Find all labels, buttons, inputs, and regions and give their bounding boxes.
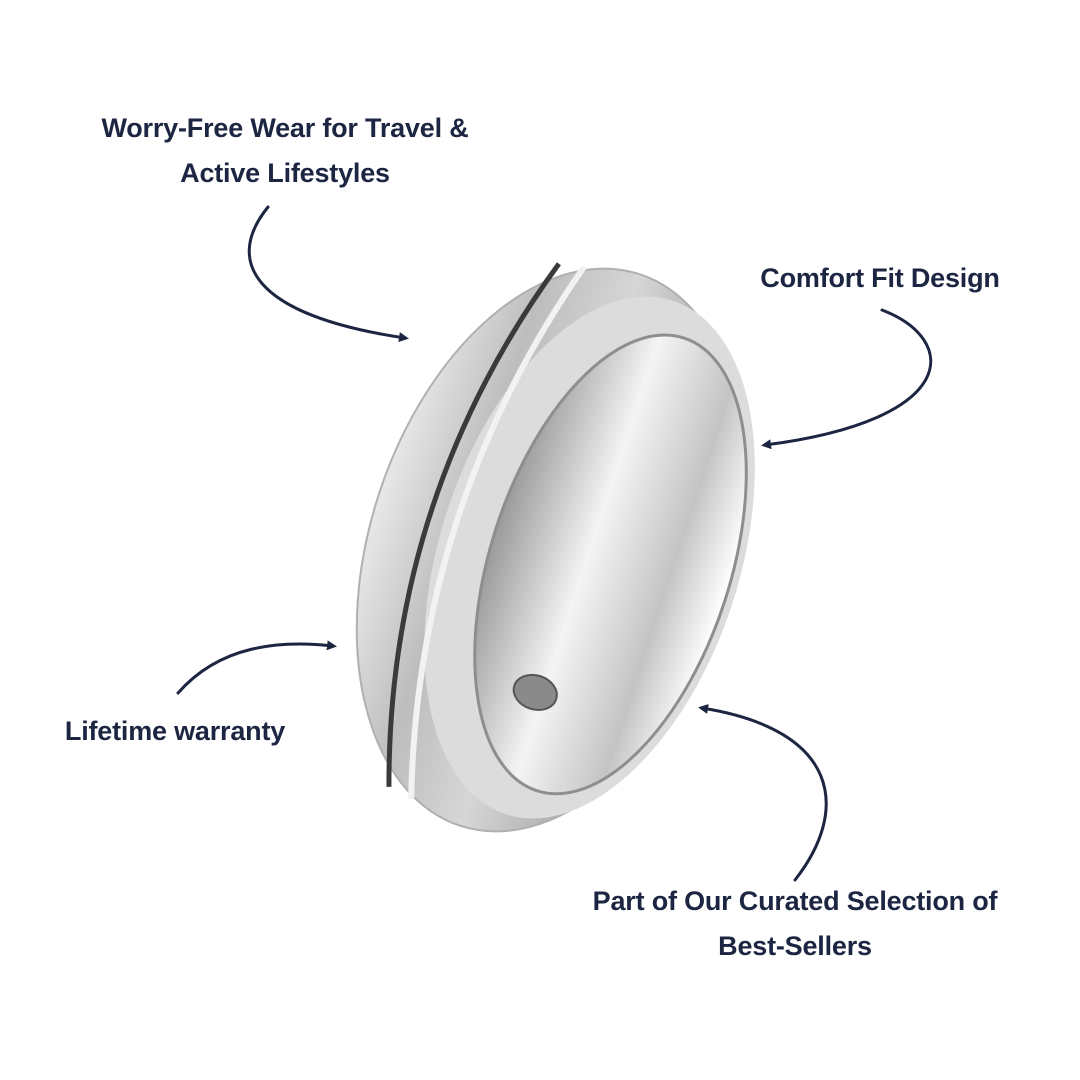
feature-line: Worry-Free Wear for Travel & (101, 113, 469, 143)
feature-lifetime-warranty: Lifetime warranty (30, 709, 320, 754)
feature-comfort-fit: Comfort Fit Design (730, 256, 1030, 301)
feature-line: Comfort Fit Design (760, 263, 1000, 293)
arrow-best-sellers (698, 704, 828, 882)
feature-line: Part of Our Curated Selection of (592, 886, 998, 916)
feature-best-sellers: Part of Our Curated Selection of Best-Se… (545, 879, 1045, 969)
arrow-comfort-fit (761, 308, 933, 450)
arrow-worry-free (247, 205, 409, 343)
feature-line: Best-Sellers (718, 931, 872, 961)
arrow-lifetime-warranty (176, 640, 337, 695)
feature-line: Active Lifestyles (180, 158, 390, 188)
feature-worry-free-wear: Worry-Free Wear for Travel & Active Life… (40, 106, 530, 196)
ring (355, 262, 755, 833)
feature-line: Lifetime warranty (64, 716, 286, 746)
brand-logo-stamp-icon (512, 673, 558, 711)
callout-arrows (176, 205, 933, 882)
